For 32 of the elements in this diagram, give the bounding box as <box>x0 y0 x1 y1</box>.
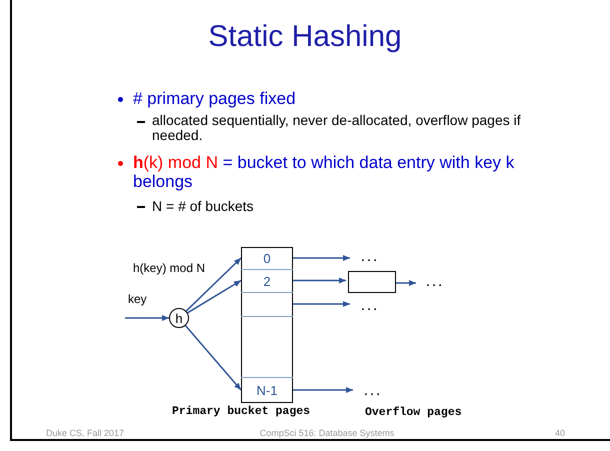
ellipsis-text: . . . <box>426 277 442 289</box>
footer-text: Duke CS, Fall 2017 <box>46 428 126 439</box>
bullet-text: # primary pages fixed <box>133 89 297 110</box>
arrow <box>293 255 350 261</box>
slide-title: Static Hashing <box>207 20 403 54</box>
formula-label: h(key) mod N <box>133 261 206 276</box>
bullet-text: h(k) mod N = bucket to which data entry with key k belongs <box>133 153 516 191</box>
sub-bullet-text: allocated sequentially, never de-allocated, overflow pages if needed. <box>152 113 522 143</box>
caption: Overflow pages <box>365 406 463 420</box>
arrow <box>293 278 346 284</box>
hash-function-circle <box>169 308 189 328</box>
arrow <box>293 301 350 307</box>
slot-number: 2 <box>263 274 271 288</box>
arrow <box>186 257 242 312</box>
slot-number: 0 <box>263 250 271 266</box>
ellipsis-text: . . . <box>361 252 377 264</box>
bucket-pages-column <box>241 247 293 403</box>
function-symbol: h <box>175 310 183 326</box>
arrow <box>184 325 242 390</box>
footer-text: CompSci 516: Database Systems <box>258 428 396 439</box>
overflow-page-box <box>348 271 396 293</box>
arrow <box>187 280 242 314</box>
arrow <box>125 315 169 321</box>
arrow <box>293 387 353 393</box>
ellipsis-text: . . . <box>364 386 380 398</box>
caption: Primary bucket pages <box>172 405 312 419</box>
ellipsis-text: . . . <box>361 301 377 313</box>
sub-bullet-text: N = # of buckets <box>152 198 255 215</box>
slot-number: N-1 <box>256 383 278 398</box>
page-number: 40 <box>555 428 566 439</box>
edge-label: key <box>128 292 147 306</box>
arrow <box>396 280 416 286</box>
